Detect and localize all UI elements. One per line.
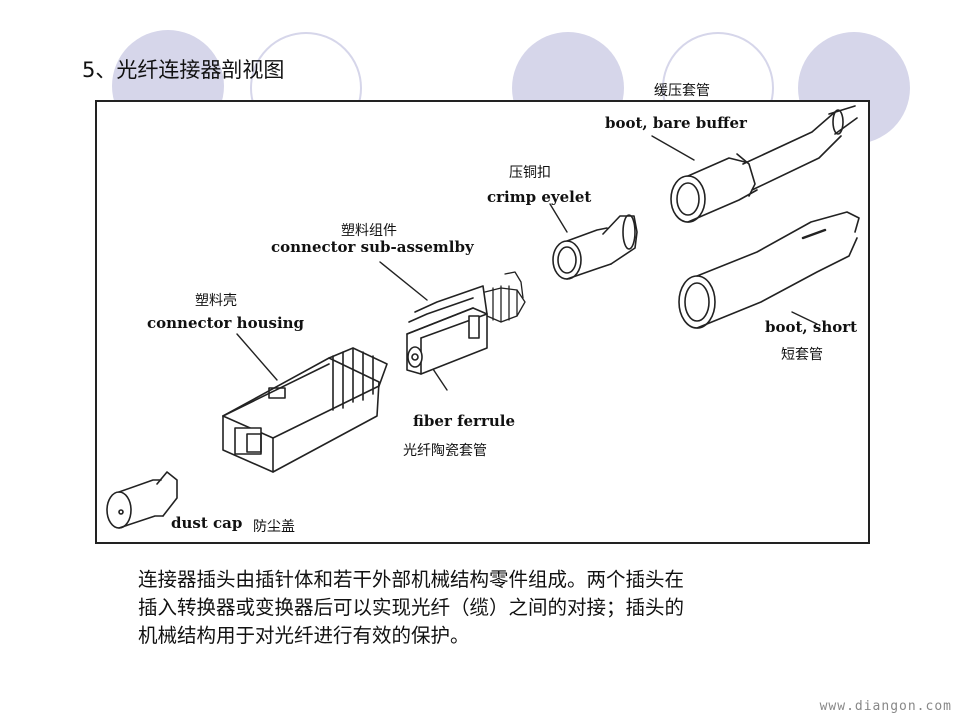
label-connector-housing-cn: 塑料壳 [195,293,237,309]
crimp-thread [484,271,526,323]
label-boot-short-cn: 短套管 [781,347,823,363]
label-boot-bare-buffer-cn: 缓压套管 [654,83,710,99]
connector-drawing [106,105,860,529]
label-dust-cap-en: dust cap [171,514,243,532]
crimp-eyelet-part [552,214,638,280]
description-text: 连接器插头由插针体和若干外部机械结构零件组成。两个插头在 插入转换器或变换器后可… [138,566,828,650]
connector-diagram: 缓压套管 boot, bare buffer 压铜扣 crimp eyelet … [95,83,870,544]
label-connector-sub-assembly-en: connector sub-assemlby [271,238,474,256]
connector-sub-assembly-part [406,271,526,375]
label-fiber-ferrule-cn: 光纤陶瓷套管 [403,443,487,459]
connector-housing-part [222,347,388,473]
description-line-2: 插入转换器或变换器后可以实现光纤（缆）之间的对接；插头的 [138,596,685,619]
label-fiber-ferrule-en: fiber ferrule [413,412,516,430]
description-line-3: 机械结构用于对光纤进行有效的保护。 [138,624,470,647]
label-boot-short-en: boot, short [765,318,858,336]
watermark: www.diangon.com [819,699,952,714]
slide-title: 5、光纤连接器剖视图 [82,58,285,82]
label-dust-cap-cn: 防尘盖 [253,519,295,535]
description-line-1: 连接器插头由插针体和若干外部机械结构零件组成。两个插头在 [138,568,685,591]
housing-ribs [332,347,374,411]
label-connector-sub-assembly-cn: 塑料组件 [341,223,397,239]
label-connector-housing-en: connector housing [147,314,305,332]
boot-bare-buffer-part [670,105,858,223]
boot-short-part [678,211,860,329]
label-boot-bare-buffer-en: boot, bare buffer [605,114,747,132]
label-crimp-eyelet-en: crimp eyelet [487,188,592,206]
label-crimp-eyelet-cn: 压铜扣 [509,165,551,181]
dust-cap-part [106,471,178,529]
